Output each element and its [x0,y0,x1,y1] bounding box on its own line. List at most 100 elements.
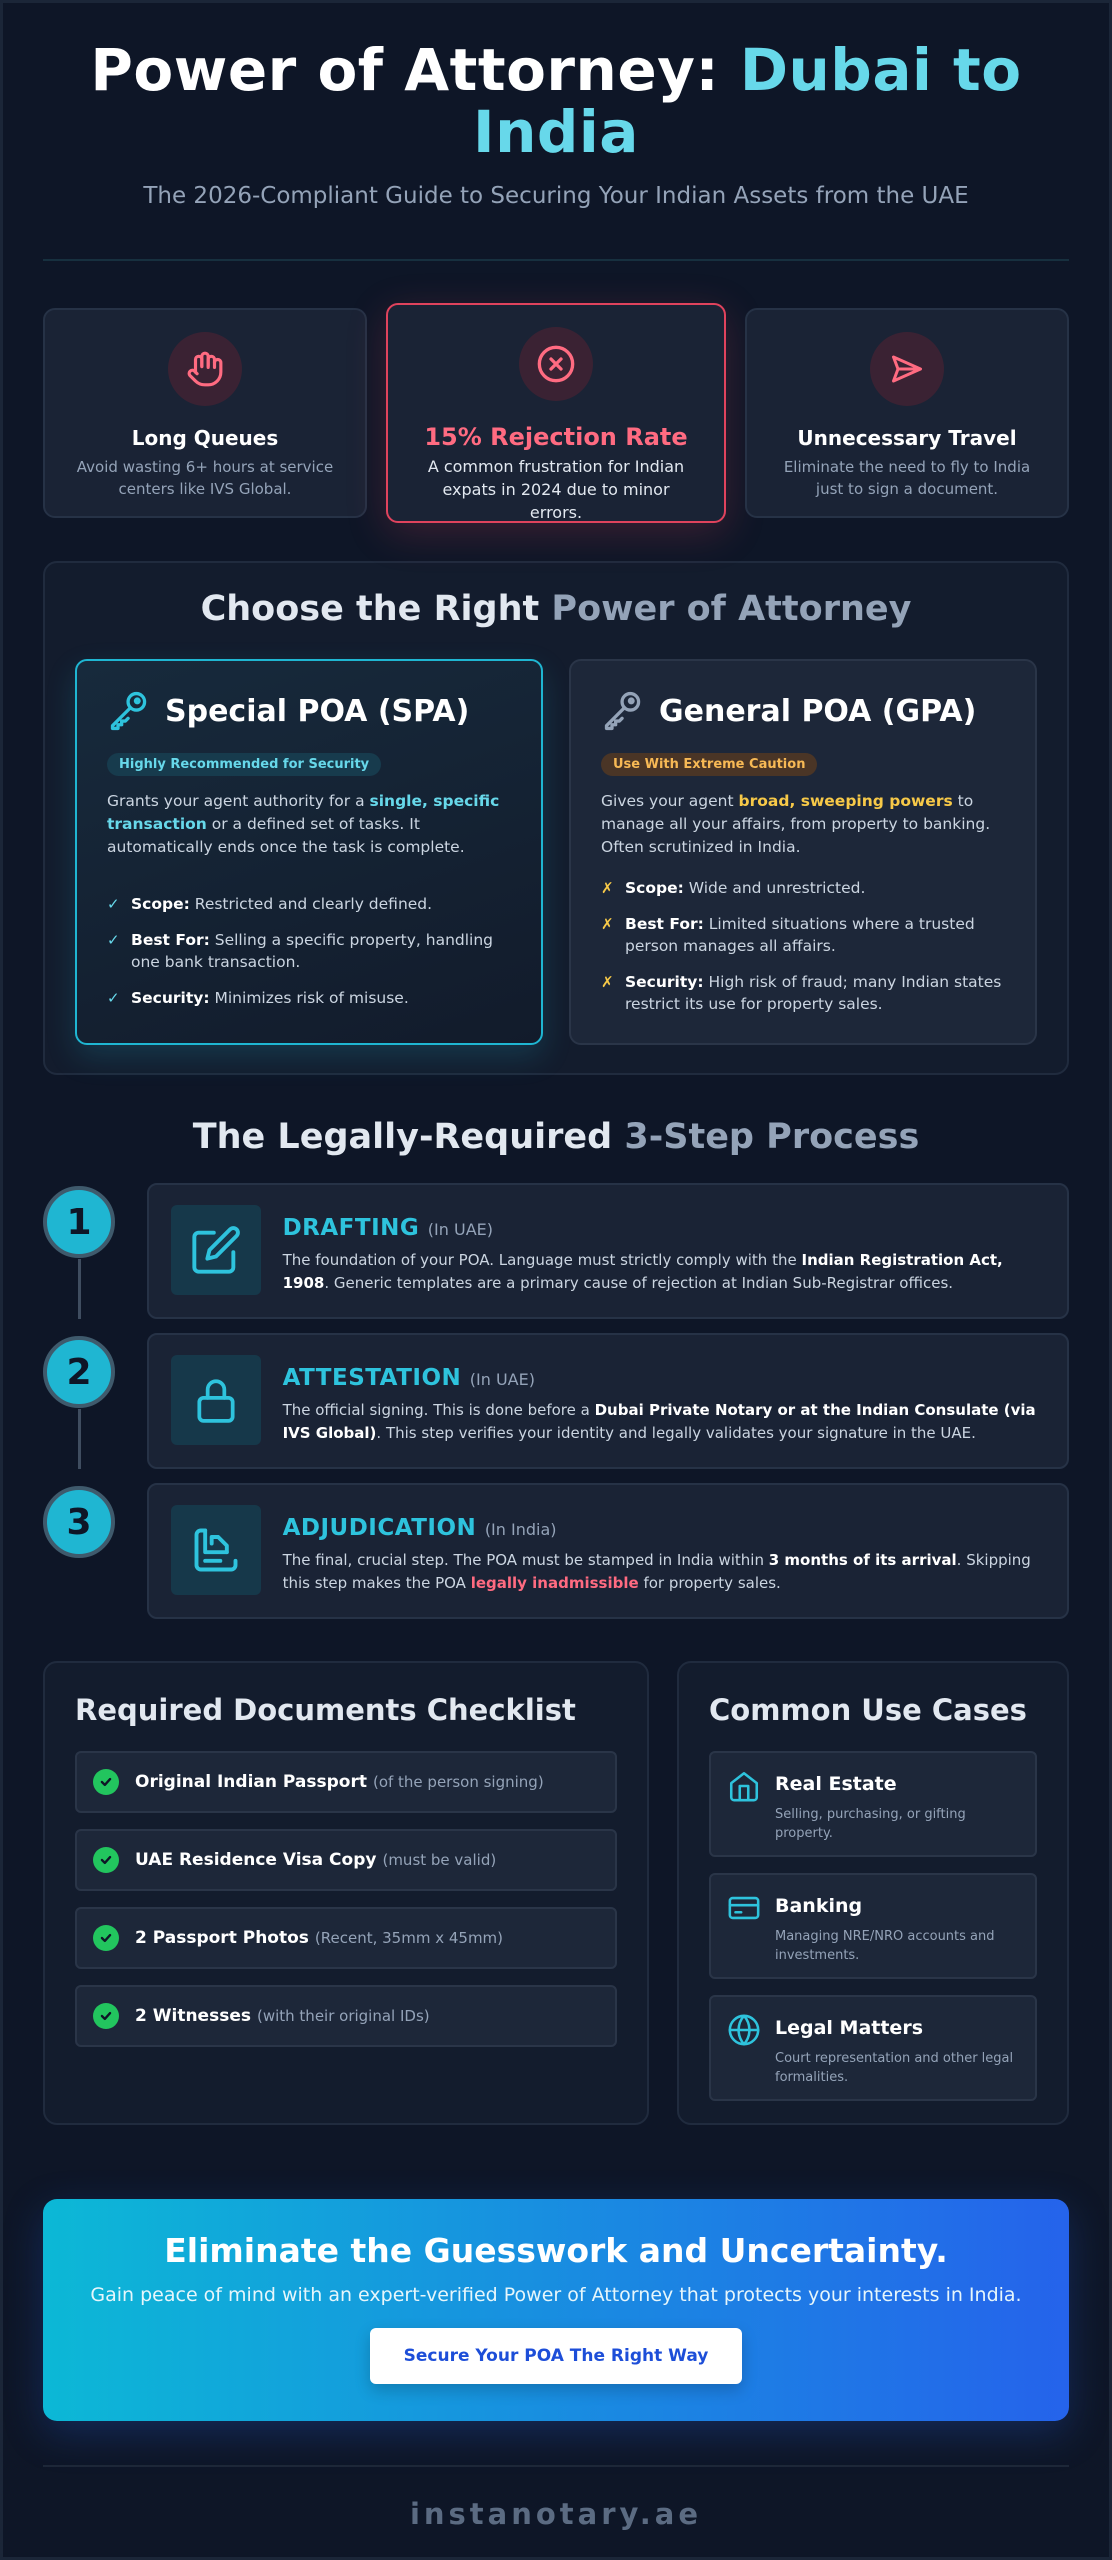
document-note: (must be valid) [382,1851,497,1869]
step-connector [78,1409,81,1469]
pain-points-row: Long Queues Avoid wasting 6+ hours at se… [43,303,1069,523]
gpa-header: General POA (GPA) [601,689,1005,733]
document-note: (of the person signing) [372,1773,544,1791]
feature-text: Security: Minimizes risk of misuse. [131,987,409,1009]
feature-label: Security: [625,973,704,991]
step-attestation: 2 ATTESTATION (In UAE) The official sign… [43,1333,1069,1483]
poa-cards-row: Special POA (SPA) Highly Recommended for… [75,659,1037,1045]
document-item: Original Indian Passport(of the person s… [75,1751,617,1813]
use-case-desc: Selling, purchasing, or gifting property… [775,1807,966,1841]
documents-checklist: Required Documents Checklist Original In… [43,1661,649,2125]
document-note: (Recent, 35mm x 45mm) [314,1929,504,1947]
check-circle-icon [93,1925,119,1951]
x-circle-icon [519,327,593,401]
feature-value: Minimizes risk of misuse. [209,989,409,1007]
credit-card-icon [728,1896,760,1920]
step-location: (In India) [484,1520,557,1539]
footer-brand: instanotary.ae [409,2497,703,2531]
use-case-body: Legal Matters Court representation and o… [775,2013,1021,2099]
hand-stop-icon [168,332,242,406]
step-location: (In UAE) [427,1220,493,1239]
document-note: (with their original IDs) [256,2007,430,2025]
feature-text: Best For: Limited situations where a tru… [625,913,1005,957]
spa-desc: Grants your agent authority for a single… [107,790,511,859]
spa-badge: Highly Recommended for Security [107,753,382,776]
docs-and-usecases-row: Required Documents Checklist Original In… [43,1661,1069,2125]
poa-title-part-1: Choose the Right [200,589,552,629]
use-case-body: Real Estate Selling, purchasing, or gift… [775,1769,1021,1855]
document-name: 2 Witnesses [135,2006,251,2026]
step-desc-c: . Generic templates are a primary cause … [324,1274,954,1292]
feature-value: Restricted and clearly defined. [189,895,433,913]
check-circle-icon [93,1847,119,1873]
use-case-title: Legal Matters [775,2017,924,2039]
globe-icon [728,2014,760,2046]
gpa-desc-highlight: broad, sweeping powers [738,792,953,810]
process-steps: 1 DRAFTING (In UAE) The foundation of yo… [43,1183,1069,1633]
check-circle-icon [93,2003,119,2029]
gpa-name: General POA (GPA) [659,693,977,729]
spa-feature-best-for: ✓Best For: Selling a specific property, … [107,929,511,973]
feature-value: Selling a specific property, handling on… [131,931,494,971]
use-case-desc: Managing NRE/NRO accounts and investment… [775,1929,995,1963]
step-card: DRAFTING (In UAE) The foundation of your… [146,1183,1069,1319]
step-desc: The foundation of your POA. Language mus… [283,1249,1047,1295]
pain-card-rejection-rate: 15% Rejection Rate A common frustration … [386,303,726,523]
step-drafting: 1 DRAFTING (In UAE) The foundation of yo… [43,1183,1069,1333]
check-icon: ✓ [107,989,120,1007]
pain-desc: Avoid wasting 6+ hours at service center… [76,458,334,498]
stamp-document-icon [170,1505,261,1595]
spa-desc-highlight: single, specific transaction [107,792,500,833]
poa-section-title: Choose the Right Power of Attorney [75,589,1037,629]
use-cases-title: Common Use Cases [709,1693,1027,1727]
step-desc-bold: Indian Registration Act, 1908 [282,1251,1003,1292]
pain-desc: Eliminate the need to fly to India just … [783,458,1031,498]
pain-title: Long Queues [131,426,279,450]
gpa-badge: Use With Extreme Caution [601,753,818,776]
step-desc-c: . This step verifies your identity and l… [376,1424,976,1442]
gpa-features: ✗ Scope: Wide and unrestricted. ✗ Best For… [601,877,1005,1015]
pain-card-long-queues: Long Queues Avoid wasting 6+ hours at se… [43,308,367,518]
title-part-1: Power of Attorney: [90,36,740,104]
page-subtitle: The 2026-Compliant Guide to Securing You… [143,183,969,209]
spa-name: Special POA (SPA) [165,693,470,729]
pain-desc: A common frustration for Indian expats i… [427,457,685,522]
cross-icon: ✗ [601,879,614,897]
step-number-badge: 3 [43,1486,115,1558]
send-icon [870,332,944,406]
spa-header: Special POA (SPA) [107,689,511,733]
key-icon [604,691,641,731]
step-desc-bold: 3 months of its arrival [768,1551,957,1569]
cross-icon: ✗ [601,973,614,991]
gpa-desc-a: Gives your agent [601,792,739,810]
document-item: UAE Residence Visa Copy (must be valid) [75,1829,617,1891]
step-adjudication: 3 ADJUDICATION (In India) The final, cru… [43,1483,1069,1633]
spa-feature-scope: ✓Scope: Restricted and clearly defined. [107,893,511,915]
step-title: DRAFTING (In UAE) [283,1215,1047,1241]
check-icon: ✓ [107,931,120,949]
document-name: UAE Residence Visa Copy [135,1850,377,1870]
step-body: DRAFTING (In UAE) The foundation of your… [283,1205,1047,1295]
use-case-title: Banking [775,1895,863,1917]
process-section-title: The Legally-Required 3-Step Process [43,1117,1069,1157]
spa-feature-security: ✓ Security: Minimizes risk of misuse. [107,987,511,1009]
pain-title: 15% Rejection Rate [424,423,688,451]
use-case-real-estate: Real Estate Selling, purchasing, or gift… [709,1751,1037,1857]
feature-label: Scope: [131,895,190,913]
secure-poa-button[interactable]: Secure Your POA The Right Way [370,2328,742,2384]
use-case-legal-matters: Legal Matters Court representation and o… [709,1995,1037,2101]
step-number-badge: 2 [43,1336,115,1408]
feature-text: Scope: Wide and unrestricted. [625,877,865,899]
home-icon [729,1771,759,1802]
process-title-part-2: 3-Step Process [624,1117,920,1157]
check-circle-icon [93,1769,119,1795]
cta-subtitle: Gain peace of mind with an expert-verifi… [90,2284,1022,2306]
step-desc-a: The official signing. This is done befor… [282,1401,595,1419]
spa-features: ✓Scope: Restricted and clearly defined. … [107,893,511,1009]
step-desc-bold: Dubai Private Notary or at the Indian Co… [282,1401,1036,1442]
process-title-part-1: The Legally-Required [192,1117,625,1157]
lock-icon [170,1355,261,1445]
step-title: ATTESTATION (In UAE) [283,1365,1047,1391]
footer-divider [43,2465,1069,2467]
